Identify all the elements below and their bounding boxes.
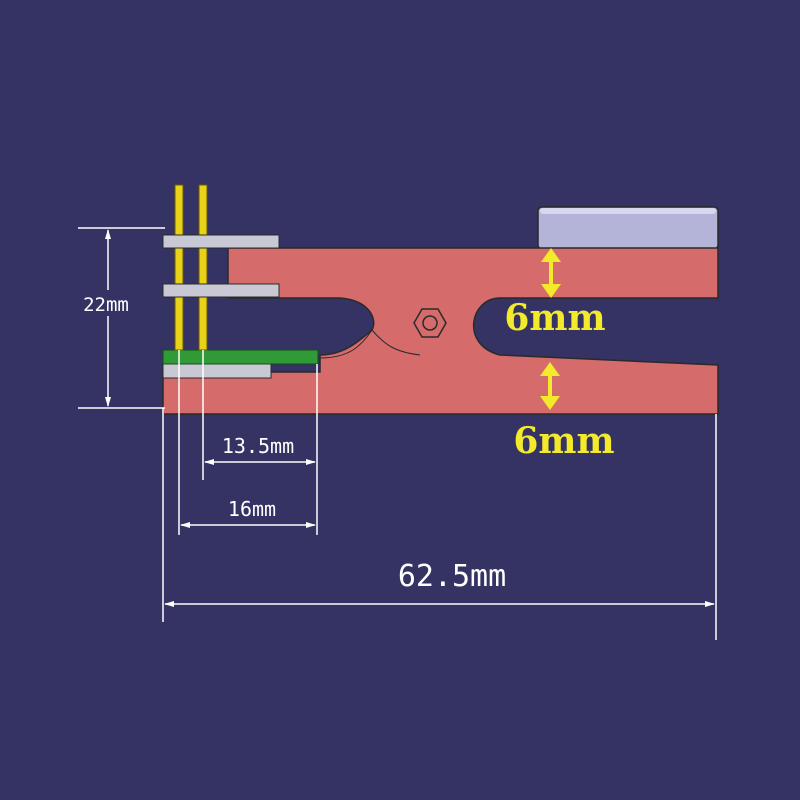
upper-plate-top: [162, 234, 280, 249]
hinge-bolt-hole: [422, 315, 438, 331]
lower-jaw-thickness-arrow: [540, 362, 560, 410]
height-label: 22mm: [83, 294, 129, 316]
lower-jaw-thickness-label: 6mm: [513, 420, 614, 462]
pogo-pin-left: [174, 184, 184, 351]
upper-plate-bottom: [162, 283, 280, 298]
pcb-board: [162, 349, 319, 365]
pogo-pin-right: [198, 184, 208, 351]
hinge-nut: [413, 308, 447, 338]
lower-jaw-gap-edge: [319, 329, 421, 359]
height-label-bg: [76, 290, 138, 316]
total-length-label: 62.5mm: [398, 559, 506, 594]
upper-jaw-thickness-label: 6mm: [504, 297, 605, 339]
upper-jaw-thickness-arrow: [541, 248, 561, 298]
board-span-label: 16mm: [228, 497, 276, 521]
pin-span-label: 13.5mm: [222, 434, 294, 458]
top-pad-highlight: [540, 208, 716, 214]
